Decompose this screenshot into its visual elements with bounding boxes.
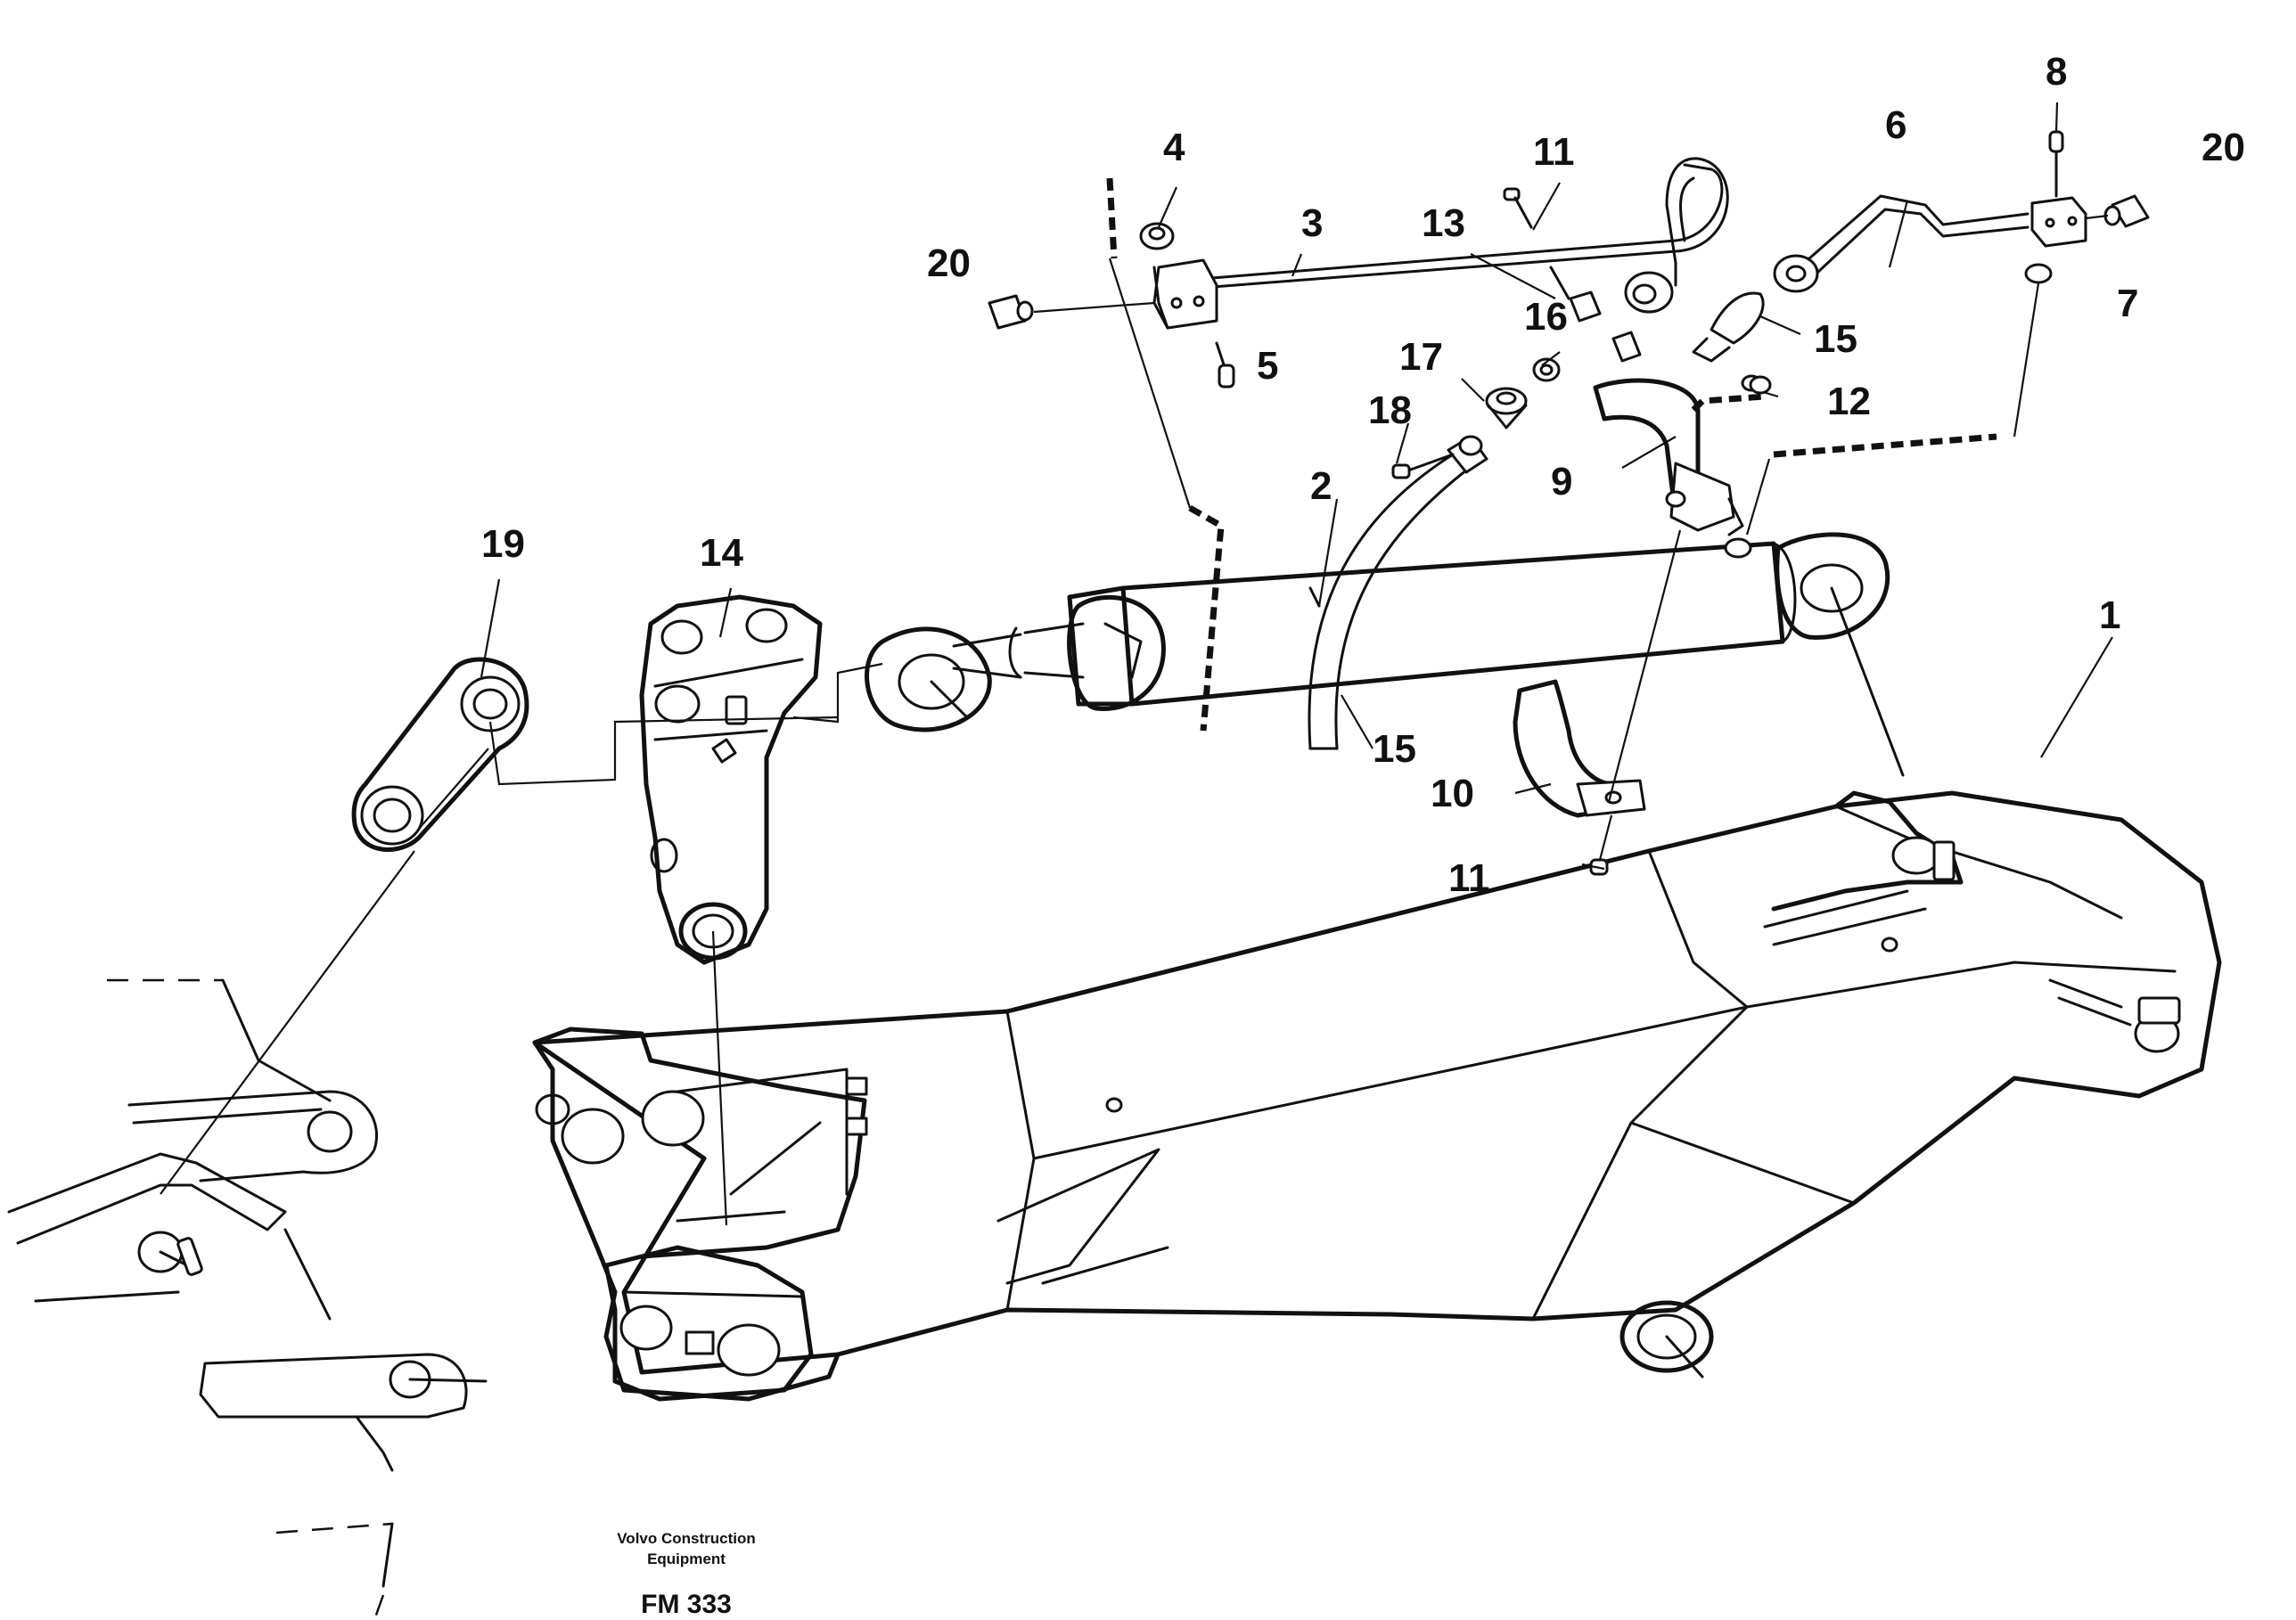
clamp-part-10 — [1513, 529, 1682, 876]
stick-end-housing — [532, 1027, 868, 1402]
pipe-part-3 — [1210, 157, 1729, 314]
part-label-13: 13 — [1422, 201, 1465, 245]
part-label-16: 16 — [1524, 295, 1568, 339]
part-label-1: 1 — [2099, 593, 2120, 637]
part-label-20-right: 20 — [2202, 126, 2245, 169]
part-label-11-top: 11 — [1533, 130, 1575, 174]
part-label-9: 9 — [1551, 460, 1572, 503]
part-label-3: 3 — [1301, 201, 1323, 245]
manufacturer-name-line-2: Equipment — [647, 1550, 726, 1567]
hose-part-15 — [1308, 266, 1765, 750]
clamp-part-9 — [1593, 374, 1762, 536]
part-label-12: 12 — [1827, 380, 1871, 423]
part-label-2: 2 — [1310, 464, 1332, 508]
part-label-7: 7 — [2117, 282, 2138, 325]
part-label-19: 19 — [481, 522, 525, 566]
plug-part-20-left — [988, 294, 1155, 330]
part-label-6: 6 — [1885, 103, 1906, 147]
part-label-4: 4 — [1163, 126, 1185, 169]
part-label-15-lower: 15 — [1373, 727, 1416, 771]
part-label-14: 14 — [700, 531, 743, 575]
diagram-footer: Volvo Construction Equipment FM 333 — [617, 1530, 756, 1619]
part-label-10: 10 — [1431, 772, 1474, 815]
connector-block-left — [1139, 222, 1235, 389]
part-number-labels: 1 2 3 4 5 6 7 8 9 10 11 11 12 13 14 15 1… — [481, 50, 2245, 900]
hose-routing-dashed — [1106, 177, 1997, 732]
label-leaders — [480, 102, 2113, 871]
link-bracket-part-14 — [639, 594, 823, 1226]
part-label-15-upper: 15 — [1814, 317, 1857, 361]
fasteners — [1503, 187, 1772, 395]
link-plate-part-19 — [160, 657, 883, 1195]
hydraulic-cylinder-part-2 — [865, 532, 1905, 777]
manufacturer-name-line-1: Volvo Construction — [617, 1530, 756, 1547]
figure-code: FM 333 — [641, 1590, 732, 1619]
part-label-11-bottom: 11 — [1448, 856, 1490, 900]
connector-block-right — [2013, 130, 2150, 438]
stick-arm-part-1 — [532, 790, 2222, 1379]
part-label-5: 5 — [1257, 344, 1278, 388]
part-label-20-left: 20 — [927, 241, 971, 285]
pipe-part-6 — [1773, 194, 2030, 293]
part-label-17: 17 — [1399, 335, 1443, 379]
bucket-linkage-detail — [7, 978, 488, 1620]
part-label-8: 8 — [2046, 50, 2067, 94]
part-label-18: 18 — [1368, 389, 1412, 432]
